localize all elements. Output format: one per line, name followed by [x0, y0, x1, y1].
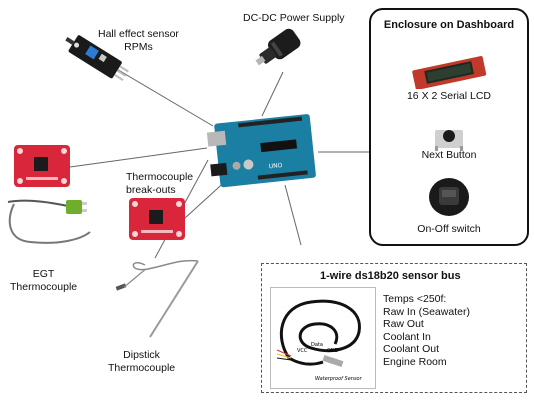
sensor-bus-panel: 1-wire ds18b20 sensor bus VCC Data GND W… [261, 263, 527, 393]
probe-gnd-label: GND [327, 348, 339, 354]
ds18b20-probe-image: VCC Data GND Waterproof Sensor [270, 287, 376, 389]
enclosure-title: Enclosure on Dashboard [383, 19, 515, 31]
power-supply-label: DC-DC Power Supply [243, 12, 345, 24]
sensor-bus-title: 1-wire ds18b20 sensor bus [320, 270, 461, 282]
on-off-switch-label: On-Off switch [417, 223, 481, 235]
temps-item: Raw In (Seawater) [383, 305, 470, 318]
dipstick-label: Dipstick Thermocouple [108, 349, 176, 374]
lcd-label: 16 X 2 Serial LCD [406, 90, 492, 102]
temps-item: Raw Out [383, 318, 424, 330]
temps-item: Coolant In [383, 330, 431, 343]
egt-thermocouple-image [0, 190, 100, 260]
enclosure-panel: Enclosure on Dashboard 16 X 2 Serial LCD… [369, 8, 529, 246]
next-button-image [431, 122, 467, 157]
probe-waterproof-label: Waterproof Sensor [315, 376, 363, 382]
thermocouple-breakouts-label: Thermocouple break-outs [126, 171, 194, 196]
hall-sensor-label: Hall effect sensor RPMs [98, 28, 179, 53]
on-off-switch-image [425, 173, 473, 224]
egt-breakout-board [12, 143, 72, 194]
temps-heading: Temps <250f: [383, 293, 447, 305]
dipstick-breakout-board [127, 196, 187, 247]
hall-sensor-image [58, 33, 132, 90]
lcd-image [411, 55, 487, 94]
dipstick-thermocouple-image [110, 245, 210, 350]
temps-item: Coolant Out [383, 343, 440, 355]
probe-data-label: Data [311, 342, 323, 348]
power-supply-image [255, 27, 311, 80]
next-button-label: Next Button [421, 149, 477, 161]
temps-list: Temps <250f: Raw In (Seawater) Raw Out C… [383, 293, 470, 368]
svg-text:UNO: UNO [268, 162, 283, 170]
temps-item: Engine Room [383, 355, 447, 368]
arduino-board: UNO [205, 113, 320, 193]
egt-label: EGT Thermocouple [10, 268, 78, 293]
probe-vcc-label: VCC [297, 348, 308, 354]
